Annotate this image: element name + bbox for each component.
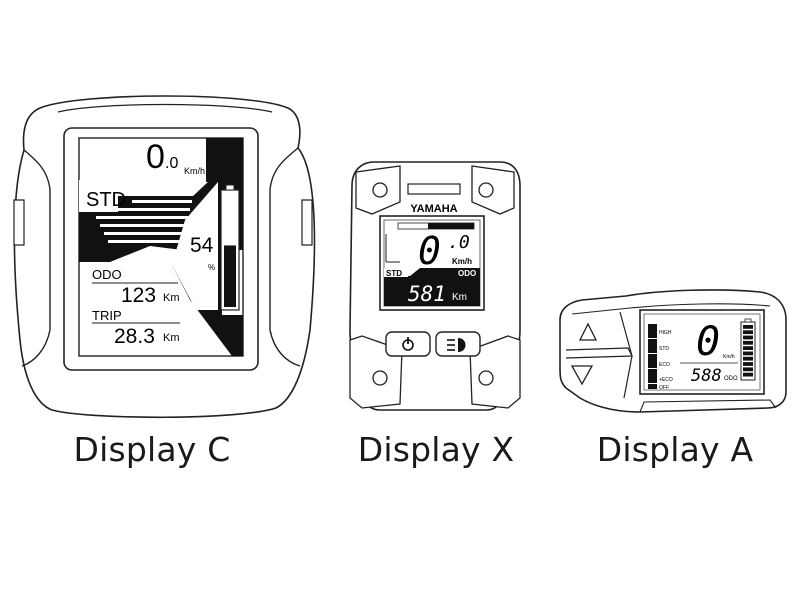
display-a-button-divider (565, 347, 633, 359)
display-x-speed-decimal: .0 (448, 232, 470, 253)
display-a-housing-rim (571, 303, 771, 315)
display-a: HIGH STD ECO +ECO OFF 0 Km/h 588 ODO (559, 289, 787, 413)
display-a-mode-bar (648, 339, 657, 353)
display-x-screw (478, 370, 494, 386)
display-a-mode-label: OFF (659, 385, 669, 391)
display-a-mode-label: +ECO (659, 377, 673, 383)
display-c-speed: 0 (146, 138, 165, 176)
display-a-mode-bar (648, 384, 657, 389)
headlight-icon (447, 338, 466, 352)
display-c-right-wing (269, 147, 301, 367)
display-a-battery-segment (743, 367, 753, 372)
display-x-odo-value: 581 (408, 282, 446, 306)
display-c-left-button[interactable] (13, 199, 25, 246)
display-c-speed-decimal: .0 (165, 155, 178, 172)
display-a-odo-value: 588 (691, 366, 722, 386)
display-a-mode-label: HIGH (659, 330, 672, 336)
display-c-level-bar (104, 232, 184, 235)
display-a-mode-bar (648, 354, 657, 368)
display-c-odo-label: ODO (92, 267, 122, 282)
display-a-speed: 0 (696, 319, 720, 365)
display-c-lower-left-block (79, 246, 150, 262)
display-c-level-bar (132, 200, 192, 203)
display-c-level-bar (100, 224, 186, 227)
display-c-battery-value: 54 (190, 234, 214, 257)
display-a-mode-bar (648, 369, 657, 383)
display-a-battery-segment (743, 330, 753, 335)
display-x-clamp (469, 335, 521, 409)
display-c-housing-rim (57, 103, 273, 113)
display-c-odo-unit: Km (163, 292, 180, 304)
display-x-speed-unit: Km/h (452, 257, 472, 266)
display-a-panel-edge (619, 311, 633, 399)
display-x-screw (478, 182, 494, 198)
display-a-odo-unit: ODO (724, 376, 738, 382)
display-a-battery-segment (743, 335, 753, 340)
display-a-battery-segment (743, 346, 753, 350)
display-a-battery-segments (743, 325, 753, 377)
display-a-battery-segment (743, 372, 753, 377)
down-arrow-icon[interactable] (570, 365, 594, 386)
display-a-base (639, 399, 777, 413)
display-x-odo-unit: Km (452, 292, 467, 303)
display-c-trip-label: TRIP (92, 308, 122, 323)
display-x-mode-area (384, 268, 408, 277)
display-c-level-bar (100, 208, 190, 211)
display-c-caption: Display C (73, 430, 231, 469)
power-icon (402, 337, 414, 351)
display-a-battery-cap (744, 318, 752, 323)
display-c-battery-unit: % (208, 263, 215, 272)
display-c-mode-area (79, 180, 186, 212)
display-c-right-button[interactable] (301, 199, 313, 246)
display-a-mode-label: STD (659, 346, 669, 352)
display-x-caption: Display X (357, 430, 515, 469)
display-x-assist-fill (428, 223, 474, 229)
display-a-battery-segment (743, 325, 753, 329)
display-x: YAMAHA 0 .0 Km/h STD ODO 581 Km (349, 161, 521, 411)
display-a-battery-segment (743, 340, 753, 345)
display-c-battery-area (172, 182, 218, 310)
display-c-level-bar (108, 240, 182, 243)
display-c: 0 .0 Km/h STD 54 % ODO 123 Km TRIP 28.3 … (13, 95, 316, 419)
display-a-speed-unit: Km/h (723, 354, 735, 360)
display-x-odo-band (384, 268, 480, 306)
display-a-caption: Display A (596, 430, 754, 469)
display-c-trip-value: 28.3 (114, 325, 155, 348)
display-x-brand-slot (407, 183, 461, 195)
display-c-battery-fill (224, 245, 236, 307)
display-a-battery-segment (743, 362, 753, 366)
display-x-screw (372, 182, 388, 198)
display-a-mode-label: ECO (659, 362, 670, 368)
display-c-mode-label: STD (86, 189, 126, 211)
display-a-battery-segment (743, 356, 753, 361)
display-c-left-wing (21, 149, 51, 367)
display-x-mode-label: STD (386, 269, 402, 278)
display-c-trip-unit: Km (163, 332, 180, 344)
display-c-level-bar (96, 216, 188, 219)
display-a-battery-segment (743, 351, 753, 356)
display-c-battery-cap (225, 184, 235, 191)
display-c-odo-value: 123 (121, 284, 156, 307)
display-x-speed: 0 (418, 229, 441, 273)
display-x-brand: YAMAHA (410, 203, 457, 215)
display-a-mode-bar (648, 324, 657, 338)
display-x-screw (372, 370, 388, 386)
up-arrow-icon[interactable] (578, 322, 598, 341)
display-c-speed-unit: Km/h (184, 166, 205, 176)
display-x-odo-label: ODO (458, 269, 476, 278)
